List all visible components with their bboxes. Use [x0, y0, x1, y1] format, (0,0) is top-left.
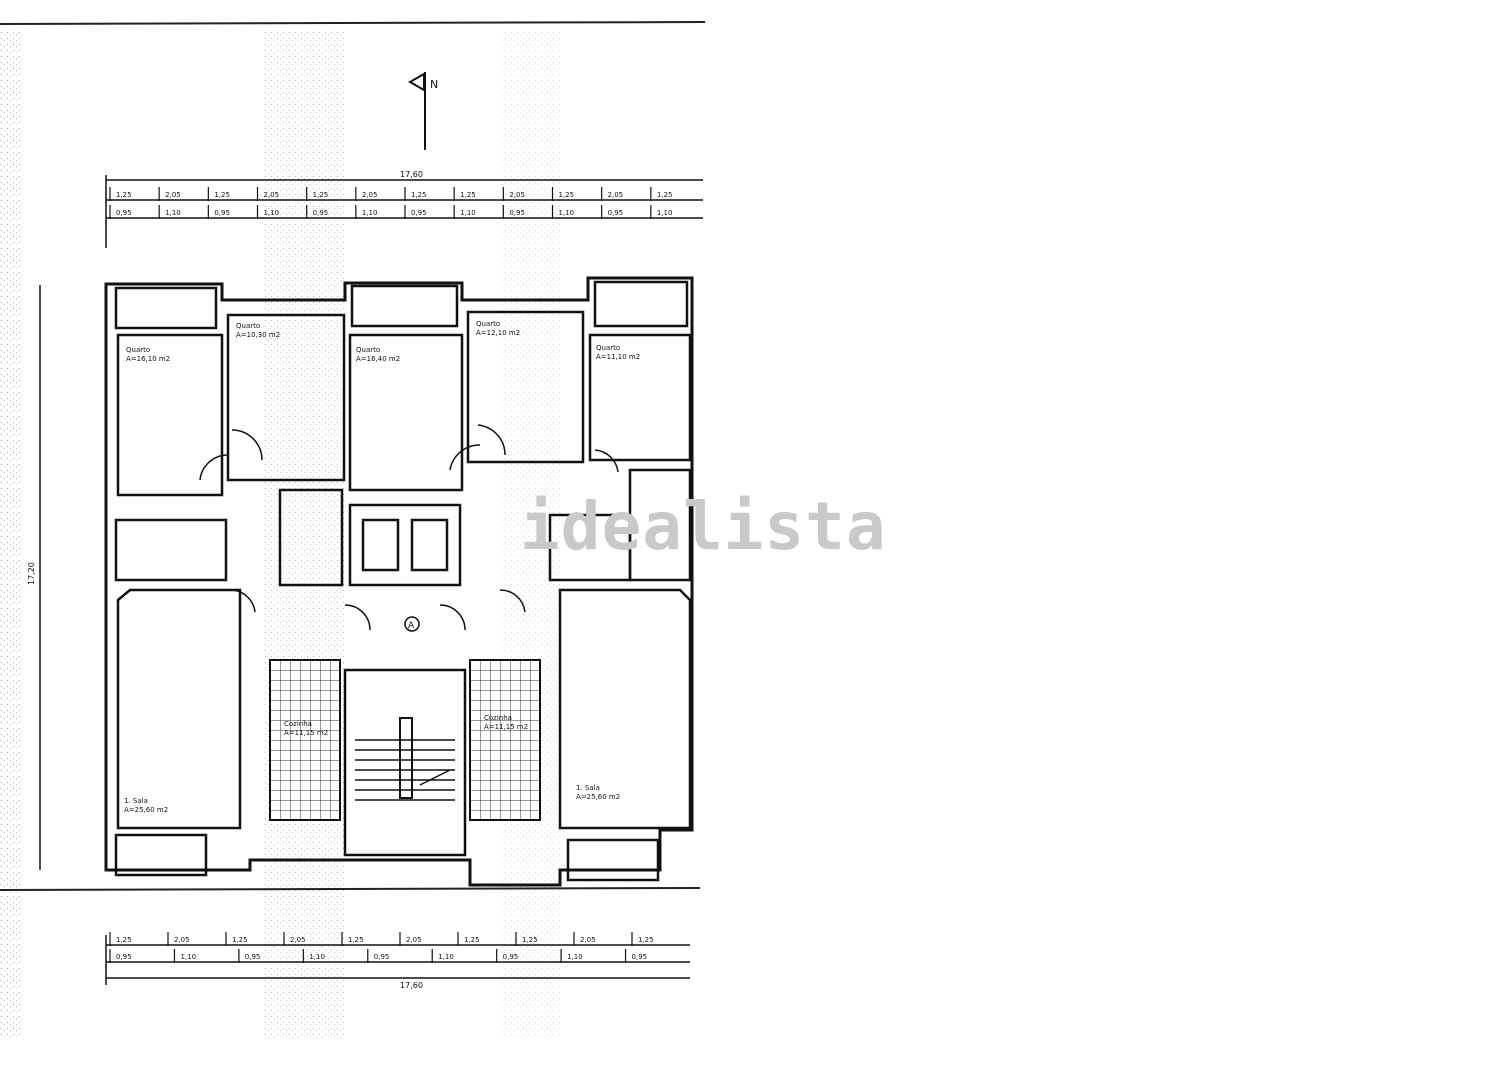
dimension-label: 0,95 — [214, 209, 230, 217]
dimension-label: 1,10 — [460, 209, 476, 217]
building-outline — [104, 276, 694, 887]
dimension-label: 1,10 — [362, 209, 378, 217]
dimension-label: 0,95 — [374, 953, 390, 961]
room-area-label: A=12,10 m2 — [476, 329, 520, 337]
room-area-label: A=11,15 m2 — [484, 723, 528, 731]
dimension-label: 2,05 — [509, 191, 525, 199]
dimension-label: 0,95 — [116, 953, 132, 961]
dimension-label: 0,95 — [632, 953, 648, 961]
dimension-label: 2,05 — [608, 191, 624, 199]
dimension-label: 0,95 — [608, 209, 624, 217]
dimension-label: 1,10 — [567, 953, 583, 961]
bottom-dimension-lines — [105, 935, 690, 985]
top-total-dim: 17,60 — [400, 170, 423, 179]
dimension-label: 0,95 — [313, 209, 329, 217]
bottom-total-dim: 17,60 — [400, 981, 423, 990]
dimension-label: 1,25 — [116, 191, 132, 199]
room-name-label: 1. Sala — [576, 784, 600, 792]
dimension-label: 1,25 — [411, 191, 427, 199]
interior-walls — [114, 280, 692, 882]
dimension-label: 1,25 — [460, 191, 476, 199]
dimension-label: 0,95 — [503, 953, 519, 961]
stair-flight — [355, 717, 455, 801]
bottom-dims-row-1: 1,25 2,05 1,25 2,05 1,25 2,05 1,25 1,25 2,05 1,25 — [109, 932, 654, 946]
north-label: N — [430, 78, 438, 91]
room-area-label: A=16,40 m2 — [356, 355, 400, 363]
room-name-label: Quarto — [126, 346, 150, 354]
left-total-dim: 17,20 — [27, 562, 36, 585]
dimension-label: 0,95 — [411, 209, 427, 217]
scan-noise-band — [265, 30, 345, 1040]
scan-bottom-border — [0, 887, 701, 891]
room-area-label: A=25,60 m2 — [124, 806, 168, 814]
dimension-label: 2,05 — [580, 936, 596, 944]
dimension-label: 1,25 — [232, 936, 248, 944]
watermark-logo: idealista — [520, 488, 887, 565]
scan-top-border — [0, 21, 706, 25]
dimension-label: 2,05 — [264, 191, 280, 199]
top-dims-row-2: 0,95 1,10 0,95 1,10 0,95 1,10 0,95 1,10 0,95 1,10… — [109, 205, 673, 219]
room-name-label: Quarto — [476, 320, 500, 328]
dimension-label: 0,95 — [509, 209, 525, 217]
room-name-label: Quarto — [596, 344, 620, 352]
door-swings — [199, 424, 619, 631]
dimension-label: 1,25 — [313, 191, 329, 199]
dimension-label: 2,05 — [290, 936, 306, 944]
north-arrow-icon: N — [407, 72, 438, 150]
room-name-label: Cozinha — [484, 714, 512, 722]
dimension-label: 0,95 — [245, 953, 261, 961]
dimension-label: 2,05 — [165, 191, 181, 199]
dimension-label: 1,25 — [522, 936, 538, 944]
room-name-label: Quarto — [356, 346, 380, 354]
stair-marker-label: A — [408, 621, 415, 631]
dimension-label: 1,10 — [309, 953, 325, 961]
room-area-label: A=25,60 m2 — [576, 793, 620, 801]
room-name-label: Quarto — [236, 322, 260, 330]
dimension-label: 1,10 — [264, 209, 280, 217]
stair-marker-icon: A — [404, 616, 420, 632]
dimension-label: 1,10 — [559, 209, 575, 217]
room-name-label: 1. Sala — [124, 797, 148, 805]
dimension-label: 2,05 — [174, 936, 190, 944]
dimension-label: 1,25 — [657, 191, 673, 199]
dimension-label: 1,25 — [638, 936, 654, 944]
dimension-label: 2,05 — [406, 936, 422, 944]
dimension-label: 1,25 — [116, 936, 132, 944]
dimension-label: 1,25 — [559, 191, 575, 199]
room-area-label: A=11,10 m2 — [596, 353, 640, 361]
dimension-label: 1,10 — [657, 209, 673, 217]
kitchen-left-tiles — [269, 659, 341, 821]
scan-noise-left — [0, 30, 20, 1040]
room-area-label: A=11,15 m2 — [284, 729, 328, 737]
dimension-label: 1,10 — [165, 209, 181, 217]
dimension-label: 1,25 — [214, 191, 230, 199]
room-name-label: Cozinha — [284, 720, 312, 728]
dimension-label: 1,25 — [464, 936, 480, 944]
room-area-label: A=16,10 m2 — [126, 355, 170, 363]
dimension-label: 2,05 — [362, 191, 378, 199]
bottom-dims-row-2: 0,95 1,10 0,95 1,10 0,95 1,10 0,95 1,10 0,95 — [109, 949, 648, 963]
room-area-label: A=10,30 m2 — [236, 331, 280, 339]
kitchen-right-tiles — [469, 659, 541, 821]
dimension-label: 1,10 — [180, 953, 196, 961]
dimension-label: 1,10 — [438, 953, 454, 961]
top-dims-row-1: 1,25 2,05 1,25 2,05 1,25 2,05 1,25 1,25 2,05 1,25… — [109, 187, 673, 201]
dimension-label: 0,95 — [116, 209, 132, 217]
dimension-label: 1,25 — [348, 936, 364, 944]
